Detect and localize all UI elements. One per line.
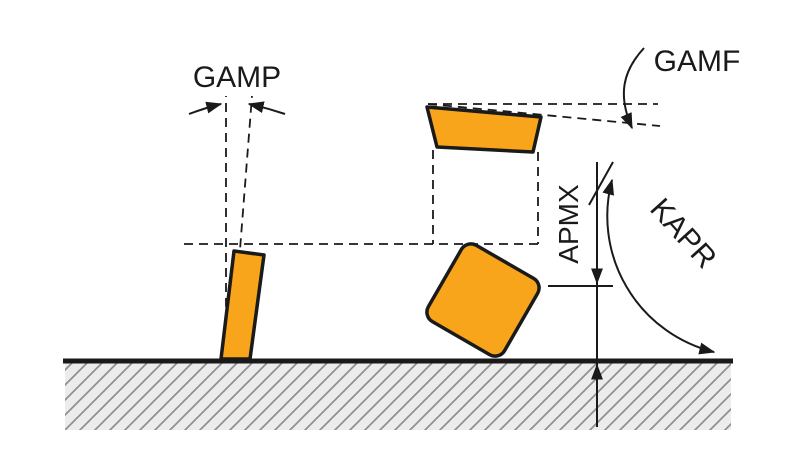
gamp-angle-right-arrow: [247, 101, 286, 115]
top-view-insert-shape: [425, 105, 543, 154]
side-view-insert-shape: [219, 249, 266, 361]
gamf-leader-arrow: [620, 47, 645, 130]
gamp-label: GAMP: [193, 61, 281, 94]
gamf-insert-edge-dashed-line: [427, 103, 661, 127]
gamp-insert-axis-dashed-line: [231, 95, 253, 353]
apmx-label: APMX: [553, 184, 584, 264]
gamp-angle-left-arrow: [188, 101, 223, 115]
gamf-label: GAMF: [654, 45, 741, 78]
square-insert-shape: [425, 242, 541, 358]
kapr-angle-arc: [602, 178, 716, 355]
kapr-label: KAPR: [643, 192, 722, 275]
workpiece-hatch-area: [65, 363, 731, 430]
kapr-cutting-edge-extension-line: [588, 161, 614, 206]
